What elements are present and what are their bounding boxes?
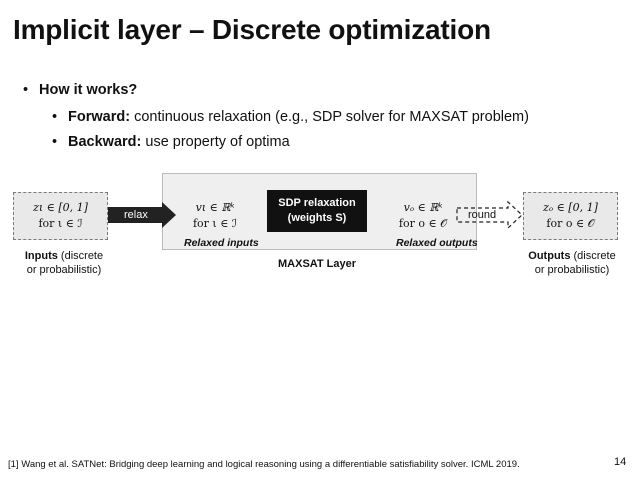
input-for: for ι ∈ ℐ [38, 217, 83, 230]
round-label: round [468, 209, 497, 221]
forward-text: continuous relaxation (e.g., SDP solver … [134, 109, 529, 125]
relaxed-input-for: for ι ∈ ℐ [192, 217, 238, 230]
input-box [13, 192, 108, 240]
relax-arrow [108, 202, 176, 228]
forward-label: Forward: [68, 109, 131, 125]
maxsat-layer-label: MAXSAT Layer [278, 258, 357, 270]
output-for: for o ∈ 𝒪 [546, 217, 595, 230]
output-caption-rest: (discrete [570, 250, 616, 262]
relaxed-output-for: for o ∈ 𝒪 [398, 217, 448, 230]
sdp-relaxation-box: SDP relaxation (weights S) [267, 190, 367, 232]
input-caption-line2: or probabilistic) [26, 264, 102, 276]
input-caption-bold: Inputs [24, 250, 58, 262]
relaxed-input-math: vι ∈ ℝᵏ [195, 201, 235, 214]
output-box [523, 192, 618, 240]
bullet-main-text: How it works? [39, 82, 138, 98]
relaxed-output-math: vₒ ∈ ℝᵏ [403, 201, 443, 214]
bullet-dot: • [23, 82, 29, 98]
sdp-line2: (weights S) [287, 212, 347, 224]
backward-text: use property of optima [145, 134, 290, 150]
bullet-main: • How it works? [23, 82, 137, 98]
page-number: 14 [614, 456, 627, 468]
output-caption: Outputs (discrete or probabilistic) [522, 249, 622, 277]
footnote: [1] Wang et al. SATNet: Bridging deep le… [8, 459, 520, 470]
input-caption-rest: (discrete [57, 250, 104, 262]
relaxed-outputs-label: Relaxed outputs [396, 237, 478, 249]
bullet-forward: • Forward: continuous relaxation (e.g., S… [52, 109, 529, 125]
round-arrow [456, 200, 523, 230]
bullet-backward: • Backward: use property of optima [52, 134, 290, 150]
backward-label: Backward: [68, 134, 142, 150]
slide-title: Implicit layer – Discrete optimization [13, 14, 491, 45]
relaxed-inputs-label: Relaxed inputs [184, 237, 259, 249]
bullet-dot: • [52, 109, 58, 125]
bullet-dot: • [52, 134, 58, 150]
input-caption: Inputs (discrete or probabilistic) [14, 249, 114, 277]
relax-label: relax [124, 209, 148, 221]
sdp-line1: SDP relaxation [278, 197, 356, 209]
output-caption-bold: Outputs [528, 250, 571, 262]
output-caption-line2: or probabilistic) [534, 264, 610, 276]
output-math: zₒ ∈ [0, 1] [543, 201, 598, 214]
input-math: zι ∈ [0, 1] [33, 201, 88, 214]
